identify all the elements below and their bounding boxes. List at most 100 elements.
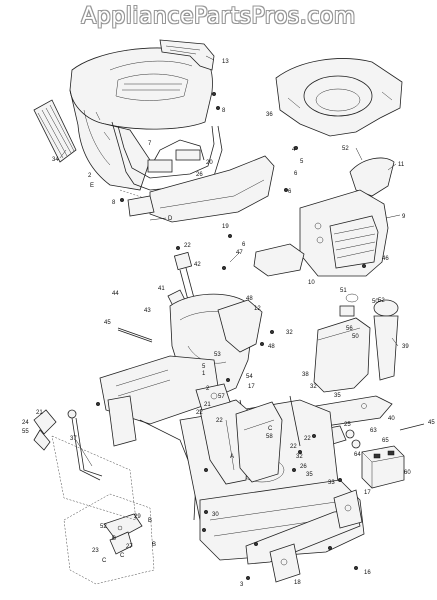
callout-label: 63 (370, 428, 377, 434)
callout-label: 17 (248, 384, 255, 390)
callout-label: 44 (112, 291, 119, 297)
callout-label: 51 (340, 288, 347, 294)
callout-label: 6 (294, 171, 298, 177)
callout-label: 32 (286, 330, 293, 336)
callout-label: 30 (212, 512, 219, 518)
callout-label: 27 (126, 544, 133, 550)
callout-label: 47 (236, 250, 243, 256)
callout-label: C (120, 553, 125, 559)
hood-bracket (159, 39, 215, 71)
callout-label: 6 (242, 242, 246, 248)
callout-label: 13 (222, 59, 229, 65)
callout-label: 50 (352, 334, 359, 340)
mount-bracket (195, 383, 231, 411)
callout-label: 5 (300, 159, 304, 165)
callout-label: 38 (302, 372, 309, 378)
callout-label: 50 (372, 299, 379, 305)
callout-label: 21 (204, 402, 211, 408)
callout-label: 46 (382, 256, 389, 262)
callout-label: 23 (92, 548, 99, 554)
callout-label: 6 (288, 189, 292, 195)
hardware (95, 91, 367, 581)
callout-label: 33 (328, 480, 335, 486)
callout-label: 64 (354, 452, 361, 458)
callout-label: 22 (216, 418, 223, 424)
callout-label: B (112, 536, 116, 542)
pedal-bracket (103, 513, 143, 555)
callout-label: 52 (378, 298, 385, 304)
front-axle (245, 489, 363, 583)
watermark-banner: AppliancePartsPros.com (81, 3, 356, 29)
brake-linkage (33, 409, 103, 481)
leader-lines (59, 55, 401, 467)
hood (69, 47, 213, 191)
callout-label: 16 (364, 570, 371, 576)
callout-label: 2 (88, 173, 92, 179)
callout-label: 53 (214, 352, 221, 358)
lower-bracket-d (127, 195, 155, 217)
callout-label: 26 (300, 464, 307, 470)
callout-label: 32 (296, 454, 303, 460)
callout-region-pedal (63, 493, 155, 585)
callout-label: 43 (144, 308, 151, 314)
callout-label: 25 (344, 422, 351, 428)
callout-label: 35 (306, 472, 313, 478)
callout-label: 56 (346, 326, 353, 332)
callout-label: 45 (104, 320, 111, 326)
callout-label: 57 (218, 394, 225, 400)
callout-label: 32 (310, 384, 317, 390)
callout-label: 58 (266, 434, 273, 440)
callout-label: 24 (22, 420, 29, 426)
callout-label: 40 (388, 416, 395, 422)
callout-label: 8 (112, 200, 116, 206)
callout-label: 4 (292, 147, 296, 153)
callout-label: 34 (52, 157, 59, 163)
callout-label: 21 (36, 410, 43, 416)
lens (253, 243, 305, 277)
callout-label: 60 (404, 470, 411, 476)
callout-label: C (102, 558, 107, 564)
callout-label: 5 (202, 364, 206, 370)
dash-panel (275, 58, 403, 137)
callout-label: 12 (254, 306, 261, 312)
callout-label: 10 (308, 280, 315, 286)
callout-label: 26 (196, 172, 203, 178)
side-fender (349, 157, 395, 197)
hood-support-frame (111, 121, 223, 191)
callout-label: 55 (22, 429, 29, 435)
callout-label: 29 (134, 514, 141, 520)
callout-labels: 13 34 2 E 8 7 8 20 26 D 19 6 6 6 36 4 5 … (22, 59, 435, 588)
callout-label: 7 (148, 141, 152, 147)
callout-label: 54 (246, 374, 253, 380)
callout-label: 35 (334, 393, 341, 399)
nose-housing (299, 189, 389, 277)
callout-label: 39 (402, 344, 409, 350)
callout-label: 65 (382, 438, 389, 444)
callout-label: 17 (364, 490, 371, 496)
callout-label: B (148, 518, 152, 524)
callout-label: 37 (70, 436, 77, 442)
callout-label: B (152, 542, 156, 548)
callout-label: 36 (266, 112, 273, 118)
callout-label: C (268, 426, 273, 432)
callout-label: 19 (222, 224, 229, 230)
callout-label: 22 (184, 243, 191, 249)
front-grille (33, 99, 77, 163)
callout-label: 22 (196, 410, 203, 416)
console-panel (235, 401, 283, 483)
callout-label: 8 (222, 108, 226, 114)
callout-label: 9 (402, 214, 406, 220)
callout-label: 18 (294, 580, 301, 586)
callout-label: 52 (100, 524, 107, 530)
callout-label: 11 (398, 162, 405, 168)
callout-label: D (168, 216, 173, 222)
rod-left (117, 327, 153, 341)
callout-label: 52 (342, 146, 349, 152)
callout-label: 41 (158, 286, 165, 292)
callout-label: 3 (240, 582, 244, 588)
front-bumper (119, 155, 275, 223)
callout-label: 1 (202, 371, 206, 377)
callout-label: 20 (206, 160, 213, 166)
callout-label: 45 (428, 420, 435, 426)
